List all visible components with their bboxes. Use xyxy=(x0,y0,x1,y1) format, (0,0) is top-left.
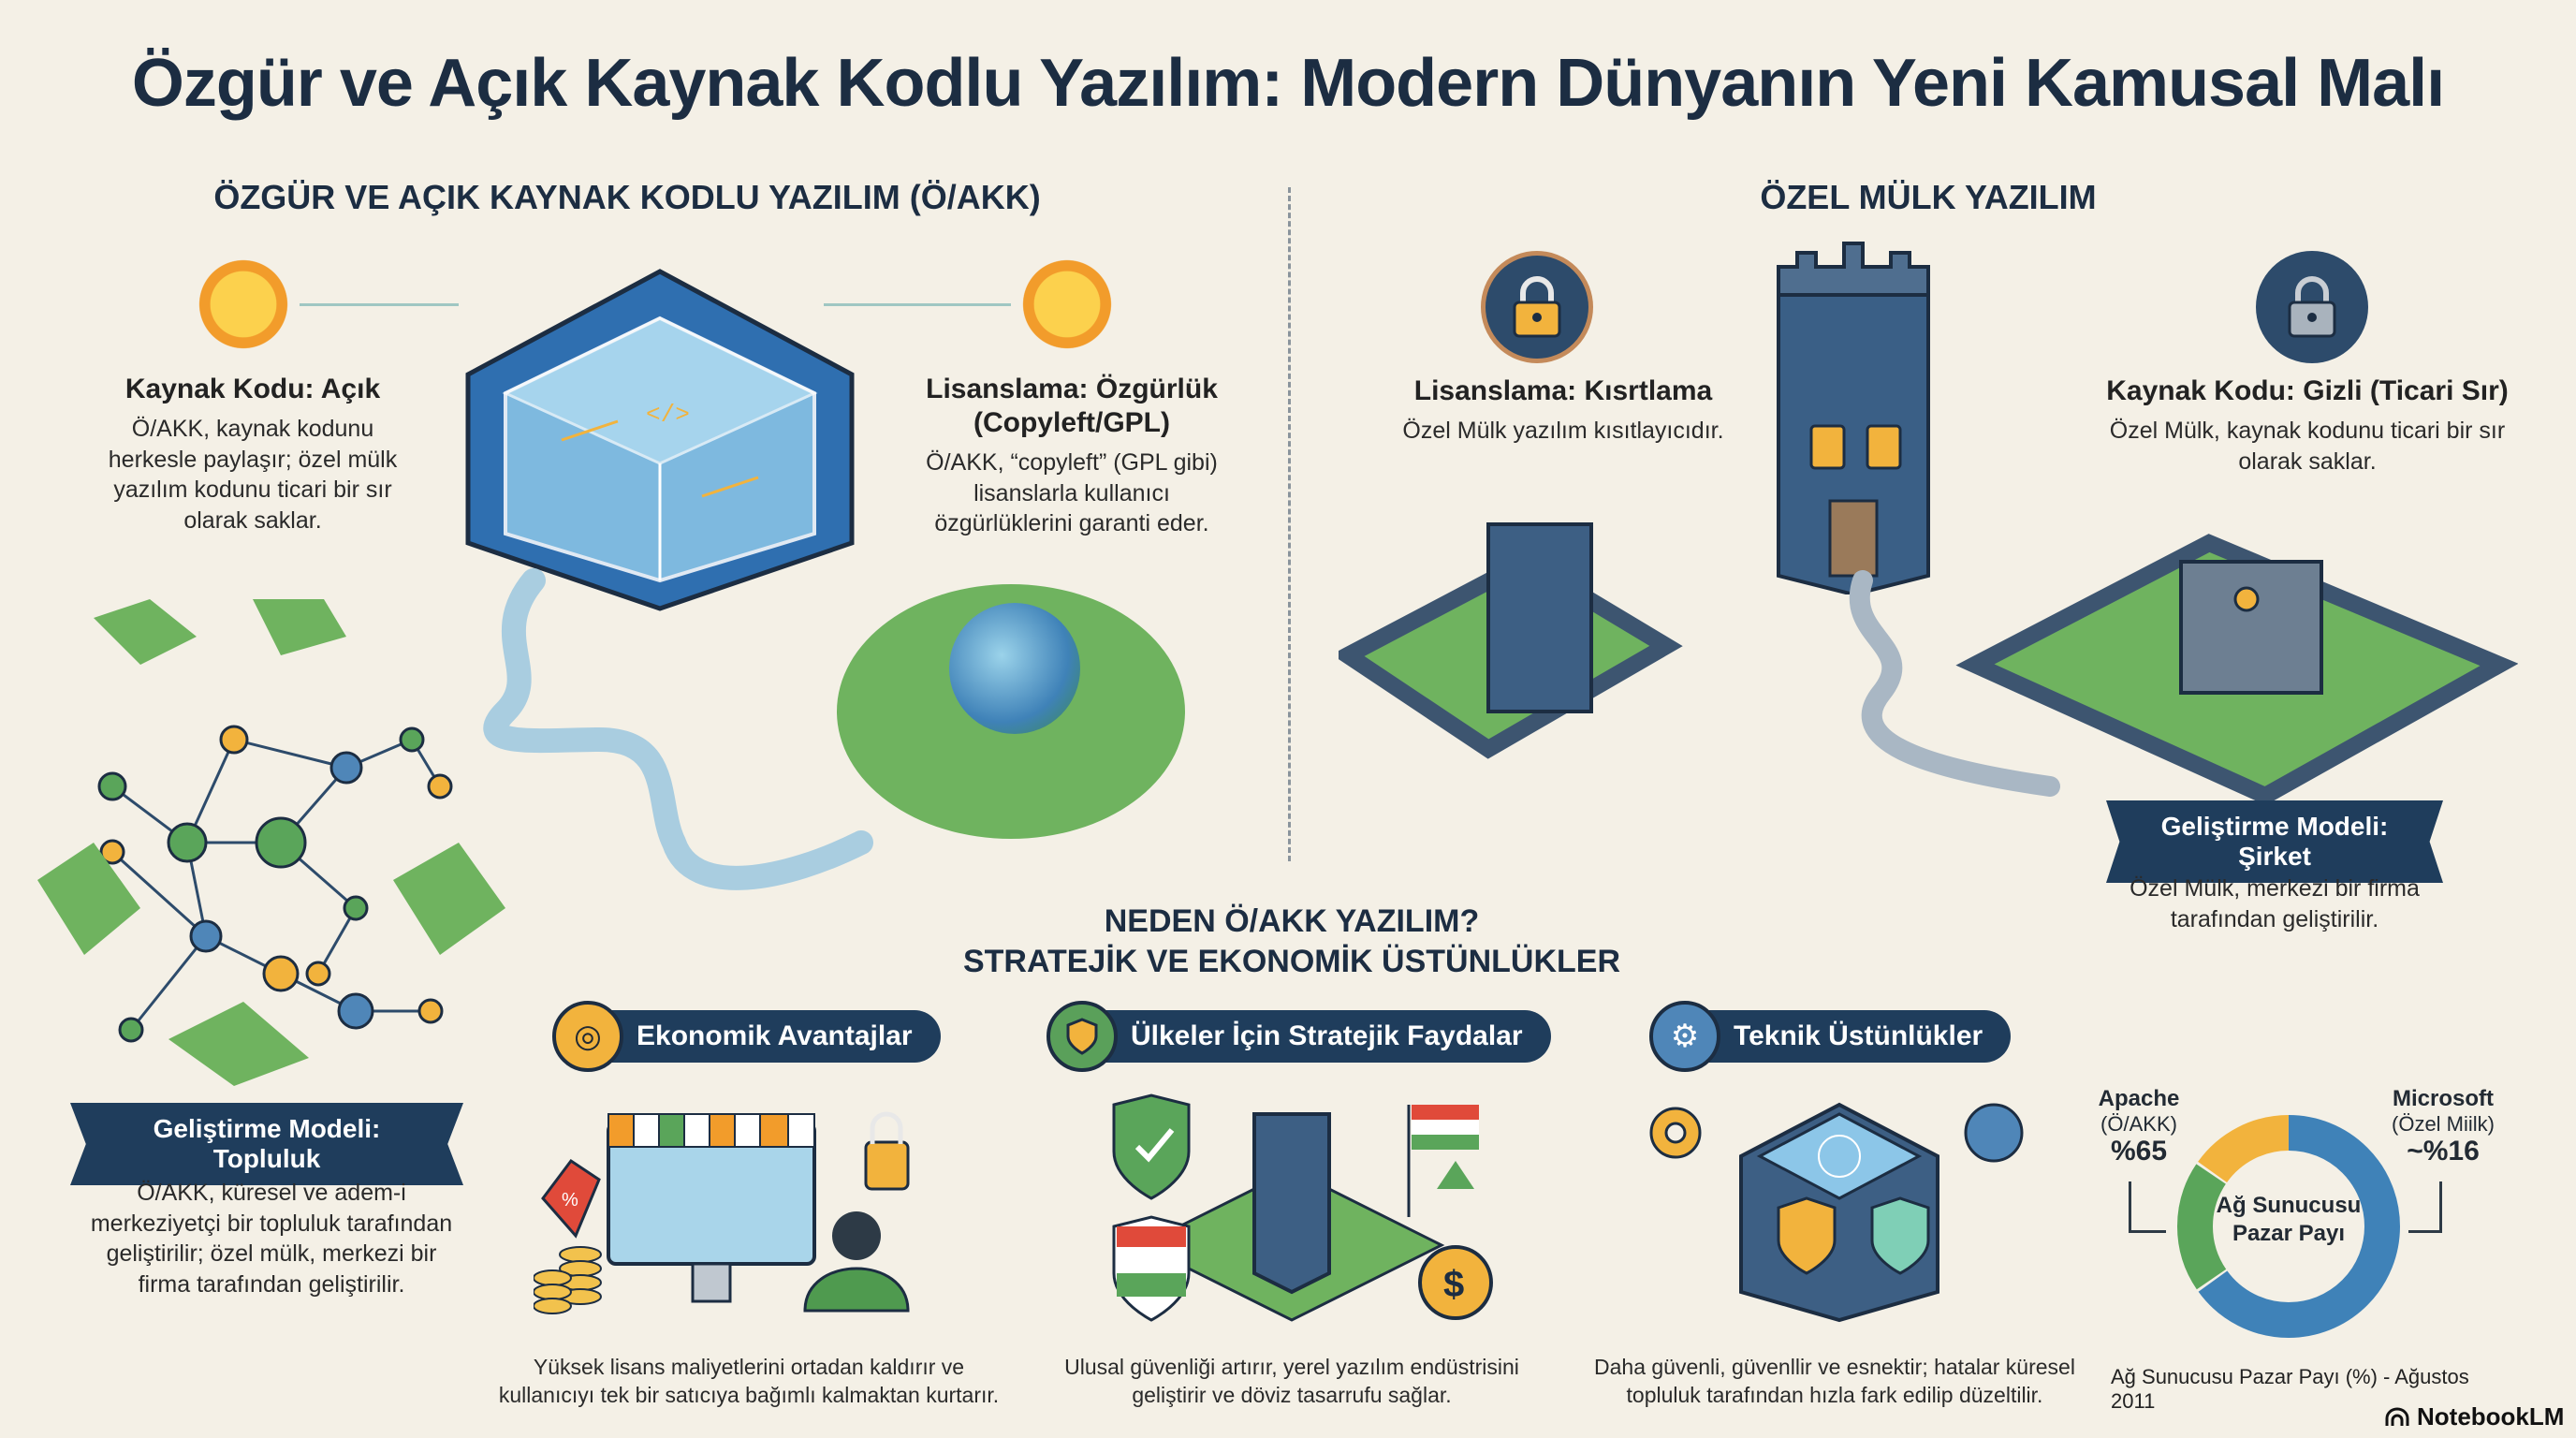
coins-icon: ◎ xyxy=(552,1001,623,1072)
benefit-strategic: Ülkeler İçin Stratejik Faydalar xyxy=(1046,1001,1551,1072)
notebooklm-logo-icon xyxy=(2385,1407,2409,1426)
dev-model-community-text: Ö/AKK, küresel ve adem-i merkeziyetçi bi… xyxy=(90,1180,453,1298)
apache-sub: (Ö/AKK) xyxy=(2100,1111,2177,1136)
brand-name: NotebookLM xyxy=(2417,1402,2565,1431)
svg-text:$: $ xyxy=(1443,1264,1464,1305)
licensing-restriction-card: Lisanslama: Kısrtlama Özel Mülk yazılım … xyxy=(1385,374,1741,447)
dev-model-community-ribbon: Geliştirme Modeli: Topluluk xyxy=(70,1103,463,1185)
apache-value: %65 xyxy=(2110,1135,2168,1167)
connector-line xyxy=(300,303,459,306)
technical-illustration xyxy=(1638,1086,2041,1329)
locked-tower-illustration xyxy=(1760,239,1947,597)
chart-caption: Ağ Sunucusu Pazar Payı (%) - Ağustos 201… xyxy=(2111,1365,2469,1413)
apache-leader-line xyxy=(2129,1181,2166,1233)
card-title: Lisanslama: Özgürlük (Copyleft/GPL) xyxy=(926,374,1218,438)
benefit-economic-text: Yüksek lisans maliyetlerini ortadan kald… xyxy=(498,1355,1000,1407)
microsoft-sub: (Özel Miilk) xyxy=(2392,1111,2495,1136)
why-heading-line2: STRATEJİK VE EKONOMİK ÜSTÜNLÜKLER xyxy=(962,944,1621,979)
gear-icon: ⚙ xyxy=(1649,1001,1720,1072)
benefit-technical-text: Daha güvenli, güvenllir ve esnektir; hat… xyxy=(1594,1355,2075,1407)
card-title: Kaynak Kodu: Açık xyxy=(124,374,381,404)
card-text: Özel Mülk yazılım kısıtlayıcıdır. xyxy=(1402,418,1724,444)
donut-center-line1: Ağ Sunucusu xyxy=(2216,1193,2362,1218)
microsoft-value: ~%16 xyxy=(2407,1135,2480,1167)
page-title: Özgür ve Açık Kaynak Kodlu Yazılım: Mode… xyxy=(131,46,2445,121)
source-code-hidden-card: Kaynak Kodu: Gizli (Ticari Sır) Özel Mül… xyxy=(2097,374,2518,477)
benefit-label: Teknik Üstünlükler xyxy=(1692,1010,2012,1063)
sun-icon xyxy=(192,253,295,356)
shield-icon xyxy=(1046,1001,1118,1072)
card-text: Ö/AKK, kaynak kodunu herkesle paylaşır; … xyxy=(108,416,398,534)
left-section-heading: ÖZGÜR VE AÇIK KAYNAK KODLU YAZILIM (Ö/AK… xyxy=(213,178,1041,216)
benefit-label: Ekonomik Avantajlar xyxy=(595,1010,941,1063)
dev-model-company-text: Özel Mülk, merkezi bir firma tarafından … xyxy=(2130,875,2420,932)
apache-label: Apache (Ö/AKK) %65 xyxy=(2092,1086,2186,1167)
open-code-cube-illustration: </> xyxy=(459,262,861,618)
benefit-label: Ülkeler İçin Stratejik Faydalar xyxy=(1090,1010,1551,1063)
market-share-donut-chart: Ağ Sunucusu Pazar Payı xyxy=(2172,1109,2406,1343)
notebooklm-brand: NotebookLM xyxy=(2385,1402,2564,1431)
community-network-illustration xyxy=(37,590,674,1086)
why-heading-line1: NEDEN Ö/AKK YAZILIM? xyxy=(1104,903,1480,939)
apache-name: Apache xyxy=(2098,1086,2180,1111)
card-text: Özel Mülk, kaynak kodunu ticari bir sır … xyxy=(2109,418,2506,475)
donut-center-line2: Pazar Payı xyxy=(2232,1221,2346,1246)
lock-icon xyxy=(2256,251,2368,363)
economic-illustration: % xyxy=(533,1086,927,1320)
card-title: Lisanslama: Kısrtlama xyxy=(1413,375,1713,406)
svg-text:</>: </> xyxy=(646,401,690,429)
benefit-technical: ⚙ Teknik Üstünlükler xyxy=(1649,1001,2012,1072)
strategic-illustration: $ xyxy=(1086,1086,1498,1329)
benefit-strategic-text: Ulusal güvenliği artırır, yerel yazılım … xyxy=(1064,1355,1519,1407)
source-code-open-card: Kaynak Kodu: Açık Ö/AKK, kaynak kodunu h… xyxy=(98,373,407,536)
microsoft-leader-line xyxy=(2408,1181,2442,1233)
connector-line xyxy=(824,303,1011,306)
globe-icon xyxy=(949,603,1080,734)
community-globe-illustration xyxy=(833,580,1189,843)
section-divider xyxy=(1288,187,1291,861)
card-text: Ö/AKK, “copyleft” (GPL gibi) lisanslarla… xyxy=(926,449,1218,536)
card-title: Kaynak Kodu: Gizli (Ticari Sır) xyxy=(2106,375,2509,406)
svg-text:%: % xyxy=(562,1190,578,1211)
benefit-economic: ◎ Ekonomik Avantajlar xyxy=(552,1001,941,1072)
river-path xyxy=(483,568,873,890)
sun-icon xyxy=(1016,253,1119,356)
lock-icon xyxy=(1481,251,1593,363)
walled-compounds-illustration xyxy=(1339,522,2518,806)
microsoft-label: Microsoft (Özel Miilk) ~%16 xyxy=(2378,1086,2509,1167)
right-section-heading: ÖZEL MÜLK YAZILIM xyxy=(1760,178,2097,216)
dev-model-company-ribbon: Geliştirme Modeli: Şirket xyxy=(2106,800,2443,883)
microsoft-name: Microsoft xyxy=(2393,1086,2494,1111)
licensing-freedom-card: Lisanslama: Özgürlük (Copyleft/GPL) Ö/AK… xyxy=(913,373,1231,539)
